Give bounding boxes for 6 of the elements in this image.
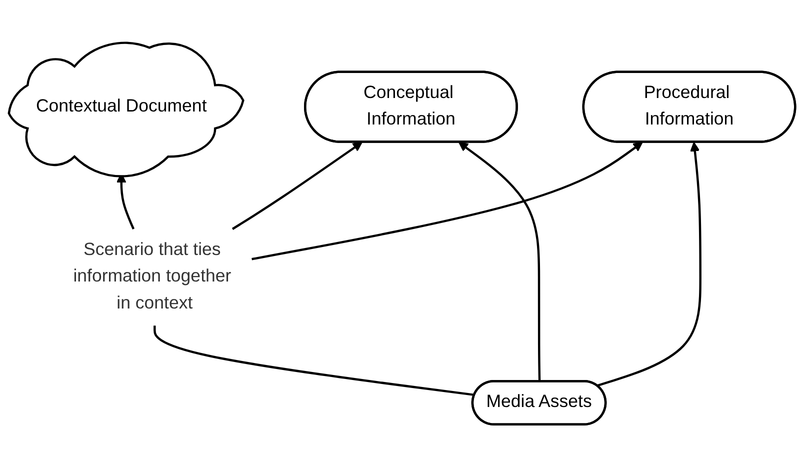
arrow	[252, 142, 643, 260]
arrow	[232, 142, 362, 230]
node-text: Scenario that ties information together in context	[73, 240, 232, 313]
connector	[154, 325, 475, 396]
arrow	[596, 142, 702, 387]
arrow	[458, 142, 541, 382]
